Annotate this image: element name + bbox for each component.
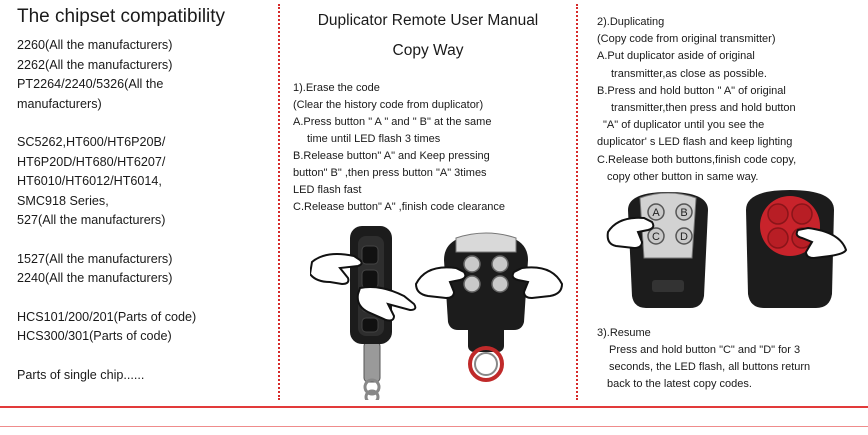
step-line: B.Release button" A" and Keep pressing (293, 150, 490, 162)
chip-line: 527(All the manufacturers) (17, 213, 166, 227)
chip-line: HT6010/HT6012/HT6014, (17, 174, 162, 188)
column-divider (576, 4, 578, 400)
chip-line: HT6P20D/HT680/HT6207/ (17, 154, 166, 169)
manual-subtitle: Copy Way (392, 42, 464, 59)
chip-line: 2240(All the manufacturers) (17, 271, 173, 285)
bottom-divider (0, 406, 868, 408)
duplicator-remote-illustration (414, 232, 564, 382)
button-letter-a: A (652, 207, 660, 219)
chip-line: 1527(All the manufacturers) (17, 251, 173, 266)
step-line: A.Put duplicator aside of original (597, 50, 755, 63)
chip-line: PT2264/2240/5326(All the (17, 77, 164, 91)
resume-steps: 3).Resume Press and hold button "C" and … (597, 325, 810, 393)
chip-line: manufacturers) (17, 96, 102, 111)
button-letter-c: C (652, 231, 660, 243)
chip-line: HCS101/200/201(Parts of code) (17, 309, 197, 324)
chip-line: 2260(All the manufacturers) (17, 38, 173, 52)
button-letter-b: B (680, 207, 687, 219)
step-line: LED flash fast (293, 184, 362, 196)
step-line: B.Press and hold button " A" of original (597, 84, 786, 97)
step-line: duplicator' s LED flash and keep lightin… (597, 136, 793, 149)
step-line: C.Release button" A" ,finish code cleara… (293, 201, 506, 213)
step-line: time until LED flash 3 times (307, 133, 441, 145)
column-divider (278, 4, 280, 400)
chipset-title: The chipset compatibility (17, 6, 226, 27)
step-line: (Clear the history code from duplicator) (293, 99, 484, 111)
step-line: 1).Erase the code (293, 82, 380, 94)
step-line: transmitter,as close as possible. (611, 67, 767, 80)
manual-panel: Duplicator Remote User Manual Copy Way 1… (282, 0, 574, 400)
slim-remote-illustration (310, 226, 417, 400)
step-line: C.Release both buttons,finish code copy, (597, 153, 797, 166)
step-line: seconds, the LED flash, all buttons retu… (609, 361, 811, 373)
step-line: 3).Resume (597, 327, 651, 339)
manual-title: Duplicator Remote User Manual (317, 12, 539, 29)
chip-line: SMC918 Series, (17, 193, 109, 208)
step-line: button" B" ,then press button "A" 3times (293, 167, 487, 179)
chip-line: SC5262,HT600/HT6P20B/ (17, 135, 166, 149)
duplicate-panel: 2).Duplicating (Copy code from original … (578, 0, 868, 400)
step-line: back to the latest copy codes. (607, 378, 752, 390)
red-remote-illustration (746, 190, 848, 308)
bottom-divider-thin (0, 426, 868, 427)
step-line: Press and hold button "C" and "D" for 3 (609, 344, 801, 356)
chipset-panel: The chipset compatibility 2260(All the m… (0, 0, 278, 400)
step-line: transmitter,then press and hold button (611, 102, 796, 115)
original-remote-illustration: A B C D (606, 192, 708, 308)
step-line: "A" of duplicator until you see the (603, 119, 765, 132)
chip-line: Parts of single chip...... (17, 367, 145, 382)
erase-steps: 1).Erase the code (Clear the history cod… (293, 80, 505, 216)
step-line: (Copy code from original transmitter) (597, 33, 776, 46)
step-line: copy other button in same way. (607, 170, 759, 183)
chip-line: HCS300/301(Parts of code) (17, 329, 172, 343)
button-letter-d: D (680, 231, 688, 243)
step-line: A.Press button " A " and " B" at the sam… (293, 116, 492, 128)
duplicate-steps: 2).Duplicating (Copy code from original … (597, 14, 796, 186)
step-line: 2).Duplicating (597, 16, 665, 28)
chip-list: 2260(All the manufacturers) 2262(All the… (17, 36, 196, 385)
chip-line: 2262(All the manufacturers) (17, 57, 173, 72)
